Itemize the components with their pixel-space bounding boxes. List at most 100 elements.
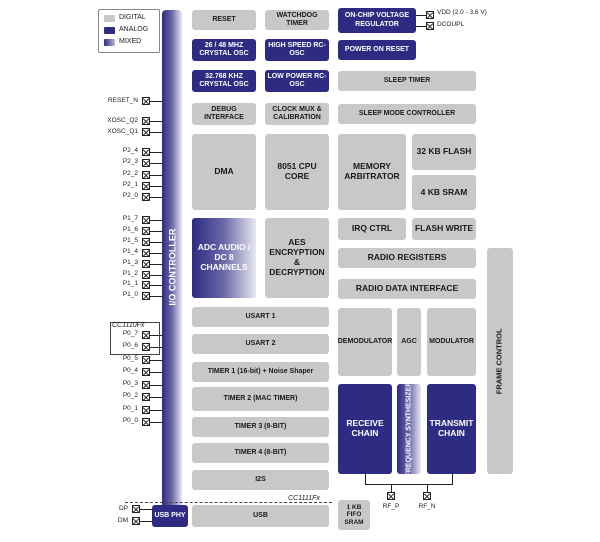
onchip-voltage-regulator-block: ON-CHIP VOLTAGE REGULATOR xyxy=(338,8,416,33)
cc1110-box xyxy=(110,322,160,355)
demodulator-block: DEMODULATOR xyxy=(338,308,392,376)
cpu-core-block: 8051 CPU CORE xyxy=(265,134,329,210)
pin-p0-1-wire xyxy=(150,372,162,373)
pin-p1-3-pad xyxy=(142,249,150,257)
pin-p1-4: P1_3 xyxy=(122,259,138,266)
legend-analog-label: ANALOG xyxy=(119,26,149,33)
pin-p2-4-wire xyxy=(150,197,162,198)
rx-wire xyxy=(365,474,366,484)
pin-p1-3: P1_4 xyxy=(122,248,138,255)
cc1111-boundary xyxy=(125,502,332,503)
modulator-block: MODULATOR xyxy=(427,308,476,376)
pin-p0-0: P0_5 xyxy=(122,355,138,362)
usart2-block: USART 2 xyxy=(192,334,329,354)
pin-p2-0: P2_4 xyxy=(122,147,138,154)
pin-xosc-q1: XOSC_Q1 xyxy=(107,128,138,135)
pin-p0-cc1110-1-wire xyxy=(150,347,162,348)
irq-ctrl-block: IRQ CTRL xyxy=(338,218,406,240)
pin-dm-pad xyxy=(132,517,140,525)
pin-p0-4-wire xyxy=(150,410,162,411)
pin-rf-n: RF_N xyxy=(418,503,436,510)
legend: DIGITAL ANALOG MIXED xyxy=(98,9,160,53)
pin-p0-cc1110-0-wire xyxy=(150,335,162,336)
radio-registers-block: RADIO REGISTERS xyxy=(338,248,476,268)
sram-4kb-block: 4 KB SRAM xyxy=(412,175,476,210)
legend-analog-swatch xyxy=(104,27,115,34)
adc-block: ADC AUDIO / DC 8 CHANNELS xyxy=(192,218,256,298)
pin-p0-3: P0_2 xyxy=(122,392,138,399)
pin-p0-3-pad xyxy=(142,393,150,401)
pin-p2-3: P2_1 xyxy=(122,181,138,188)
pin-p1-0-wire xyxy=(150,220,162,221)
pin-rf-p-pad xyxy=(387,492,395,500)
pin-p0-2: P0_3 xyxy=(122,380,138,387)
timer2-block: TIMER 2 (MAC TIMER) xyxy=(192,387,329,411)
pin-p1-5-pad xyxy=(142,271,150,279)
low-power-rc-osc-block: LOW POWER RC-OSC xyxy=(265,70,329,92)
pin-reset-n-wire xyxy=(150,101,162,102)
rf-bus-wire xyxy=(365,484,453,485)
pin-p1-7-pad xyxy=(142,292,150,300)
timer4-block: TIMER 4 (8-bit) xyxy=(192,443,329,463)
pin-p1-7: P1_0 xyxy=(122,291,138,298)
pin-xosc-q1-wire xyxy=(150,132,162,133)
pin-p0-2-wire xyxy=(150,385,162,386)
frequency-synthesizer-block: FREQUENCY SYNTHESIZER xyxy=(397,382,421,476)
frame-control-label: FRAME CONTROL xyxy=(494,328,504,394)
pin-vdd-pad xyxy=(426,11,434,19)
pin-vdd: VDD (2.0 - 3.6 V) xyxy=(437,9,487,16)
pin-rf-p: RF_P xyxy=(382,503,400,510)
pin-xosc-q2-pad xyxy=(142,117,150,125)
receive-chain-block: RECEIVE CHAIN xyxy=(338,384,392,474)
pin-p2-1: P2_3 xyxy=(122,158,138,165)
pin-p1-4-pad xyxy=(142,260,150,268)
crystal-osc-32k-block: 32.768 kHz CRYSTAL OSC xyxy=(192,70,256,92)
pin-p2-0-wire xyxy=(150,152,162,153)
io-controller: I/O CONTROLLER xyxy=(162,10,182,524)
pin-p0-5-wire xyxy=(150,422,162,423)
pin-p1-5: P1_2 xyxy=(122,270,138,277)
usb-phy-block: USB PHY xyxy=(152,505,188,527)
pin-p1-6-wire xyxy=(150,285,162,286)
pin-p2-0-pad xyxy=(142,148,150,156)
pin-xosc-q2: XOSC_Q2 xyxy=(107,117,138,124)
high-speed-rc-osc-block: HIGH SPEED RC-OSC xyxy=(265,39,329,61)
vreg-dcoupl-wire xyxy=(416,26,426,27)
pin-p1-1: P1_6 xyxy=(122,226,138,233)
pin-p0-4: P0_1 xyxy=(122,405,138,412)
pin-p1-2-pad xyxy=(142,238,150,246)
pin-p0-cc1110-1: P0_6 xyxy=(122,342,138,349)
pin-dp-wire xyxy=(140,509,152,510)
pin-p0-0-wire xyxy=(150,360,162,361)
legend-digital-label: DIGITAL xyxy=(119,14,146,21)
cc1111-note: CC1111Fx xyxy=(288,495,320,502)
pin-p0-5: P0_0 xyxy=(122,417,138,424)
pin-p0-4-pad xyxy=(142,406,150,414)
pin-reset-n: RESET_N xyxy=(108,97,138,104)
pin-p2-3-wire xyxy=(150,186,162,187)
pin-xosc-q2-wire xyxy=(150,121,162,122)
pin-dm: DM xyxy=(117,517,128,524)
transmit-chain-block: TRANSMIT CHAIN xyxy=(427,384,476,474)
timer3-block: TIMER 3 (8-bit) xyxy=(192,417,329,437)
usb-block: USB xyxy=(192,505,329,527)
debug-interface-block: DEBUG INTERFACE xyxy=(192,103,256,125)
rf-p-wire xyxy=(391,484,392,492)
legend-mixed-label: MIXED xyxy=(119,38,142,45)
pin-xosc-q1-pad xyxy=(142,128,150,136)
crystal-osc-26-48-block: 26 / 48 MHz CRYSTAL OSC xyxy=(192,39,256,61)
pin-rf-n-pad xyxy=(423,492,431,500)
pin-p1-2-wire xyxy=(150,242,162,243)
sleep-timer-block: SLEEP TIMER xyxy=(338,71,476,91)
pin-p1-0-pad xyxy=(142,216,150,224)
pin-dp: DP xyxy=(118,505,128,512)
pin-p2-4-pad xyxy=(142,193,150,201)
pin-p2-2-pad xyxy=(142,171,150,179)
pin-p0-cc1110-0-pad xyxy=(142,331,150,339)
flash-32kb-block: 32 KB FLASH xyxy=(412,134,476,170)
legend-digital-swatch xyxy=(104,15,115,22)
pin-p1-6-pad xyxy=(142,281,150,289)
io-controller-label: I/O CONTROLLER xyxy=(166,228,177,306)
pin-p0-3-wire xyxy=(150,397,162,398)
pin-p0-0-pad xyxy=(142,356,150,364)
